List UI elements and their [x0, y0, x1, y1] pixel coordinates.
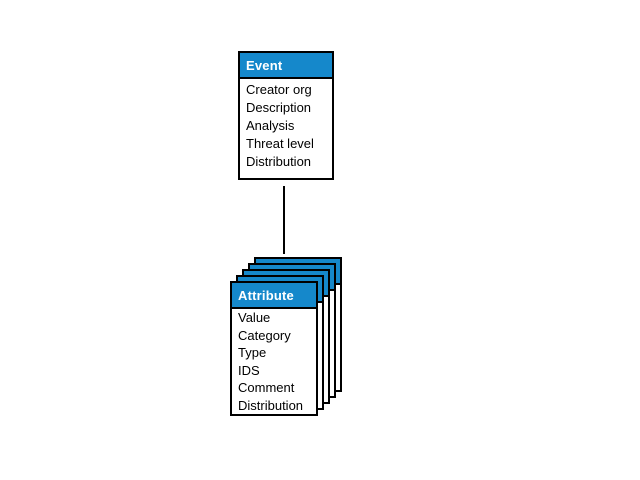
attribute-title: Attribute: [238, 287, 294, 303]
attribute-field-type: Type: [238, 345, 267, 360]
event-header: Event: [240, 53, 332, 79]
attribute-field-category: Category: [238, 327, 291, 343]
attribute-field-distribution: Distribution: [238, 397, 304, 413]
attribute-field-ids: IDS: [238, 362, 260, 378]
event-entity-box: Event Creator org Description Analysis T…: [238, 51, 334, 180]
attribute-header: Attribute: [232, 283, 316, 309]
event-title: Event: [246, 57, 283, 73]
event-field-distribution: Distribution: [246, 154, 312, 169]
attribute-field-comment: Comment: [238, 380, 295, 395]
event-field-description: Description: [246, 100, 312, 115]
attribute-entity-box: Attribute Value Category Type IDS Commen…: [230, 281, 318, 416]
attribute-field-list: Value Category Type IDS Comment Distribu…: [232, 309, 316, 414]
event-attribute-connector-line: [283, 186, 285, 254]
event-field-creator-org: Creator org: [246, 82, 312, 97]
event-field-analysis: Analysis: [246, 118, 295, 133]
attribute-field-value: Value: [238, 310, 271, 325]
event-field-list: Creator org Description Analysis Threat …: [240, 79, 332, 171]
event-field-threat-level: Threat level: [246, 136, 314, 151]
